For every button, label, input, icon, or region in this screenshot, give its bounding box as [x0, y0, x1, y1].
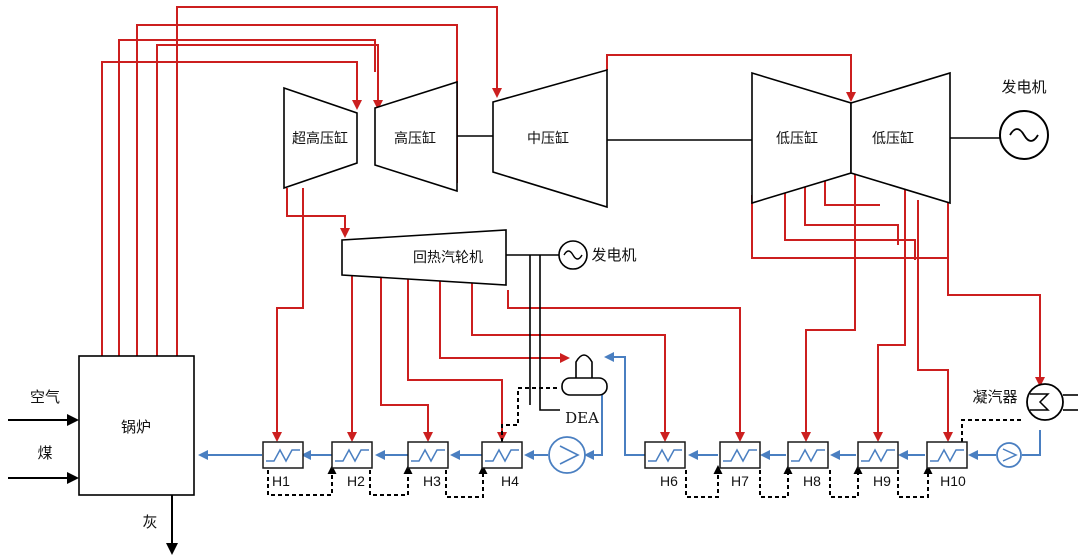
drain-lines — [267, 387, 1022, 498]
heater-label: H2 — [347, 473, 365, 489]
heater-label: H4 — [501, 473, 519, 489]
lp1-label: 低压缸 — [776, 130, 818, 147]
regen-turbine — [341, 229, 507, 286]
turbines — [283, 68, 951, 286]
heater-h1: H1 — [262, 441, 304, 489]
condenser-label: 凝汽器 — [972, 388, 1017, 406]
ip-turbine — [492, 68, 608, 209]
heater-coil — [723, 448, 757, 463]
heater-coil — [266, 448, 300, 463]
heater-coil — [485, 448, 519, 463]
heater-label: H3 — [423, 473, 441, 489]
heater-label: H1 — [272, 473, 290, 489]
heater-label: H7 — [731, 473, 749, 489]
heater-h3: H3 — [407, 441, 449, 489]
vhp-label: 超高压缸 — [292, 130, 348, 147]
heater-h9: H9 — [857, 441, 899, 489]
feedwater-lines — [198, 352, 1041, 460]
heater-label: H9 — [873, 473, 891, 489]
heater-coil — [861, 448, 895, 463]
air-label: 空气 — [30, 388, 60, 406]
main-generator: 发电机 — [999, 78, 1049, 160]
regen-generator: 发电机 — [558, 240, 637, 270]
hp-label: 高压缸 — [394, 130, 436, 147]
coal-label: 煤 — [37, 444, 52, 462]
heater-coil — [335, 448, 369, 463]
heater-h6: H6 — [644, 441, 686, 489]
feedwater-heaters: H1 H2 H3 H4 H6 H7 H8 H9 H10 — [262, 441, 968, 489]
heater-coil — [930, 448, 964, 463]
heater-h7: H7 — [719, 441, 761, 489]
heater-coil — [791, 448, 825, 463]
heater-h4: H4 — [481, 441, 523, 489]
condensate-pump — [996, 442, 1022, 468]
condenser: 凝汽器 — [972, 383, 1064, 421]
pump-icon — [548, 436, 586, 474]
ash-label: 灰 — [142, 513, 157, 531]
shaft-lines — [457, 135, 1078, 411]
condenser-icon — [1026, 383, 1064, 421]
lp2-label: 低压缸 — [872, 130, 914, 147]
boiler-io-arrows — [8, 414, 178, 555]
hp-turbine — [374, 80, 458, 193]
heater-coil — [648, 448, 682, 463]
heater-h8: H8 — [787, 441, 829, 489]
heater-label: H10 — [940, 473, 966, 489]
main-generator-label: 发电机 — [1001, 78, 1046, 96]
deaerator-label: DEA — [565, 409, 599, 427]
regen-generator-label: 发电机 — [591, 246, 636, 264]
ip-label: 中压缸 — [527, 130, 569, 147]
deaerator: DEA — [561, 354, 608, 427]
feed-pump — [548, 436, 586, 474]
boiler-label: 锅炉 — [121, 418, 151, 436]
lp-turbine-2 — [850, 71, 951, 205]
turbine-labels: 超高压缸 高压缸 中压缸 低压缸 低压缸 回热汽轮机 — [292, 130, 914, 266]
regen-turbine-label: 回热汽轮机 — [413, 250, 483, 266]
vhp-turbine — [283, 86, 358, 190]
heater-label: H8 — [803, 473, 821, 489]
heater-h2: H2 — [331, 441, 373, 489]
boiler: 锅炉 — [78, 355, 195, 496]
heater-h10: H10 — [926, 441, 968, 489]
heater-coil — [411, 448, 445, 463]
heater-label: H6 — [660, 473, 678, 489]
steam-lines — [101, 6, 1045, 442]
